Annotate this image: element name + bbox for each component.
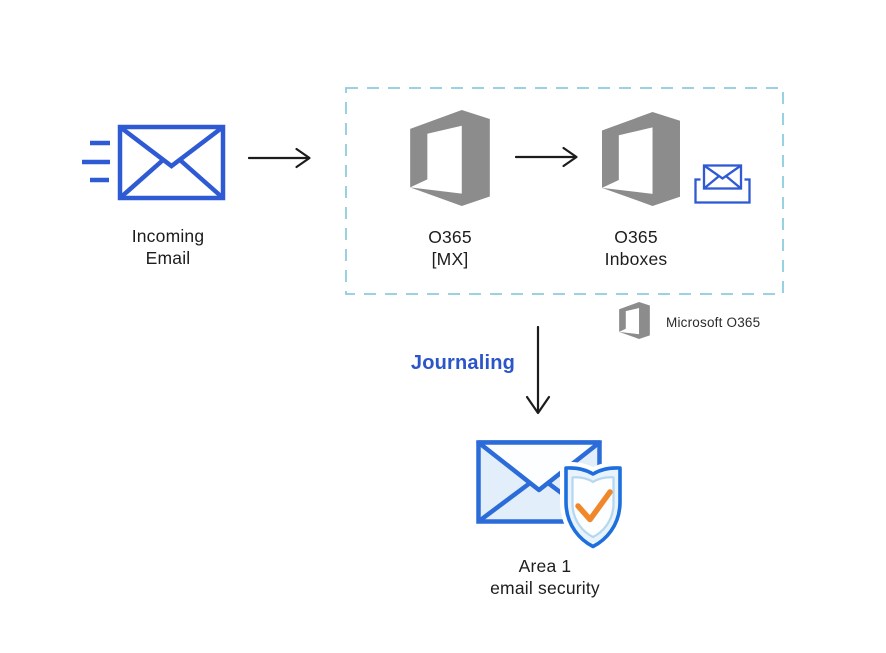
journaling-label: Journaling bbox=[410, 352, 516, 374]
legend-label: Microsoft O365 bbox=[666, 315, 761, 330]
checkmark-icon bbox=[575, 489, 613, 523]
incoming-envelope-icon bbox=[82, 124, 226, 201]
arrow-right-icon bbox=[515, 146, 578, 168]
arrow-right-icon bbox=[248, 147, 311, 169]
office365-mx-icon bbox=[410, 110, 490, 206]
incoming-email-label: Incoming Email bbox=[131, 226, 205, 268]
speed-lines-icon bbox=[82, 140, 110, 183]
area1-email-security-icon bbox=[476, 440, 628, 554]
area1-label: Area 1 email security bbox=[490, 556, 600, 598]
office365-inboxes-icon bbox=[602, 112, 680, 206]
office365-legend-icon bbox=[619, 302, 650, 339]
arrow-down-icon bbox=[525, 326, 551, 415]
o365-mx-label: O365 [MX] bbox=[428, 227, 472, 269]
o365-boundary-box bbox=[345, 87, 784, 295]
inbox-tray-icon bbox=[694, 162, 751, 204]
o365-inboxes-label: O365 Inboxes bbox=[604, 227, 668, 269]
